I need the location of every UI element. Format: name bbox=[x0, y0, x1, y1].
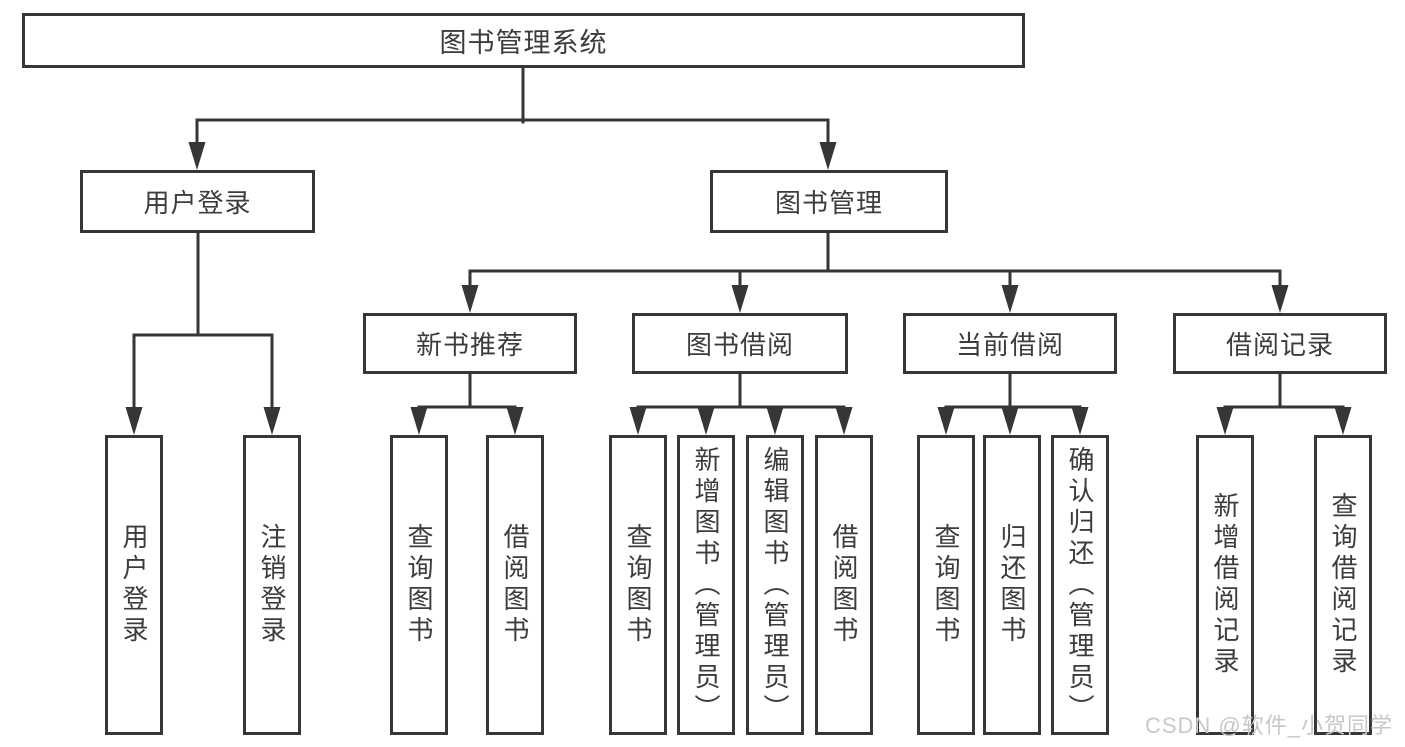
node-label: 图书管理系统 bbox=[439, 28, 608, 58]
leaf-add-borrow-record: 新增借阅记录 bbox=[1196, 435, 1254, 735]
node-label: 新增借阅记录 bbox=[1210, 492, 1240, 678]
leaf-borrow-books: 借阅图书 bbox=[815, 435, 873, 735]
node-label: 新书推荐 bbox=[415, 330, 524, 360]
node-label: 查询图书 bbox=[623, 523, 653, 647]
node-current-borrowing: 当前借阅 bbox=[903, 313, 1117, 374]
node-label: 当前借阅 bbox=[955, 330, 1064, 360]
leaf-logout: 注销登录 bbox=[243, 435, 301, 735]
node-label: 图书借阅 bbox=[685, 330, 794, 360]
node-label: 注销登录 bbox=[257, 523, 287, 647]
leaf-add-books-admin: 新增图书（管理员） bbox=[677, 435, 735, 735]
node-label: 确认归还（管理员） bbox=[1065, 445, 1095, 725]
node-label: 用户登录 bbox=[143, 188, 252, 218]
leaf-search-books-recommend: 查询图书 bbox=[390, 435, 448, 735]
leaf-borrow-books-recommend: 借阅图书 bbox=[486, 435, 544, 735]
leaf-confirm-return-admin: 确认归还（管理员） bbox=[1051, 435, 1109, 735]
leaf-search-books-current: 查询图书 bbox=[917, 435, 975, 735]
leaf-search-books-borrow: 查询图书 bbox=[609, 435, 667, 735]
leaf-user-login: 用户登录 bbox=[105, 435, 163, 735]
node-label: 图书管理 bbox=[774, 188, 883, 218]
node-book-borrowing: 图书借阅 bbox=[632, 313, 848, 374]
node-label: 编辑图书（管理员） bbox=[760, 445, 790, 725]
node-label: 查询图书 bbox=[931, 523, 961, 647]
node-label: 新增图书（管理员） bbox=[691, 445, 721, 725]
leaf-return-books: 归还图书 bbox=[983, 435, 1041, 735]
node-label: 用户登录 bbox=[119, 523, 149, 647]
node-library-management-system: 图书管理系统 bbox=[22, 13, 1025, 68]
node-user-login: 用户登录 bbox=[80, 170, 315, 233]
node-label: 借阅图书 bbox=[500, 523, 530, 647]
leaf-edit-books-admin: 编辑图书（管理员） bbox=[746, 435, 804, 735]
node-label: 查询借阅记录 bbox=[1328, 492, 1358, 678]
arrowheads bbox=[125, 142, 1352, 435]
node-label: 归还图书 bbox=[997, 523, 1027, 647]
node-label: 借阅记录 bbox=[1225, 330, 1334, 360]
node-new-book-recommendation: 新书推荐 bbox=[363, 313, 577, 374]
node-book-management: 图书管理 bbox=[710, 170, 948, 233]
node-label: 查询图书 bbox=[404, 523, 434, 647]
node-label: 借阅图书 bbox=[829, 523, 859, 647]
csdn-watermark: CSDN @软件_小贺同学 bbox=[1144, 713, 1393, 738]
node-borrowing-records: 借阅记录 bbox=[1173, 313, 1387, 374]
leaf-search-borrow-record: 查询借阅记录 bbox=[1314, 435, 1372, 735]
